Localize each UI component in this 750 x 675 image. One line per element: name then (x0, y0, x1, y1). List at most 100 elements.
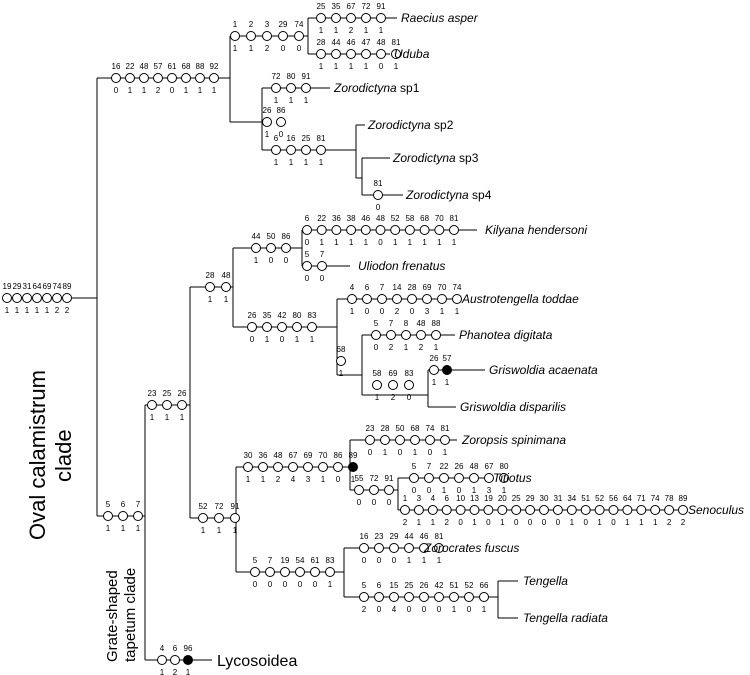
taxon-uduba: Uduba (394, 47, 430, 61)
state-marker (230, 31, 240, 41)
character-state: 1 (434, 343, 439, 352)
state-marker (499, 473, 509, 483)
character-number: 81 (441, 424, 450, 433)
character-state: 1 (413, 448, 418, 457)
character-state: 1 (452, 238, 457, 247)
character-number: 48 (377, 38, 386, 47)
character-number: 30 (244, 451, 253, 460)
state-marker (395, 435, 405, 445)
state-marker (317, 261, 327, 271)
character-state: 0 (365, 307, 370, 316)
character-number: 13 (470, 494, 479, 503)
state-marker (258, 462, 268, 472)
character-number: 70 (438, 283, 447, 292)
character-state: 0 (422, 605, 427, 614)
state-marker (318, 462, 328, 472)
character-state: 0 (407, 393, 412, 402)
character-number: 4 (431, 494, 436, 503)
state-marker (52, 293, 62, 303)
character-state: 1 (45, 306, 50, 315)
character-state: 1 (442, 486, 447, 495)
character-state: 1 (233, 44, 238, 53)
character-number: 35 (332, 2, 341, 11)
character-state: 0 (377, 605, 382, 614)
character-state: 0 (380, 307, 385, 316)
state-marker (401, 330, 411, 340)
state-marker (230, 513, 240, 523)
character-number: 70 (435, 214, 444, 223)
character-state: 2 (349, 26, 354, 35)
character-number: 74 (295, 20, 304, 29)
character-number: 22 (317, 214, 326, 223)
character-number: 68 (420, 214, 429, 223)
character-number: 6 (274, 134, 279, 143)
character-number: 3 (265, 20, 270, 29)
character-state: 1 (452, 605, 457, 614)
state-marker (286, 145, 296, 155)
character-state: 3 (487, 486, 492, 495)
character-state: 1 (304, 158, 309, 167)
character-state: 0 (170, 86, 175, 95)
character-number: 3 (417, 494, 422, 503)
state-marker (455, 505, 466, 515)
state-marker (384, 485, 394, 495)
character-state: 0 (253, 580, 258, 589)
state-marker (325, 567, 335, 577)
taxon-titiotus: Titiotus (493, 471, 532, 485)
state-marker (262, 31, 272, 41)
clade-label-oval-calamistrum: Oval calamistrum clade (25, 364, 76, 540)
state-marker (316, 49, 326, 59)
character-number: 44 (332, 38, 341, 47)
character-number: 1 (403, 494, 408, 503)
character-state: 1 (15, 306, 20, 315)
state-marker (650, 505, 661, 515)
character-state: 1 (394, 62, 399, 71)
state-marker (375, 225, 386, 235)
character-number: 81 (450, 214, 459, 223)
character-number: 6 (173, 644, 178, 653)
state-marker (664, 505, 675, 515)
state-marker (365, 435, 375, 445)
branch-senoculus: 1231416210013119020125029030031034151052… (400, 494, 688, 527)
state-marker (404, 225, 415, 235)
character-state: 0 (305, 238, 310, 247)
character-number: 56 (609, 494, 618, 503)
taxon-labels: Raecius asper Uduba Zorodictyna sp1 Zoro… (217, 11, 744, 670)
character-state: 0 (362, 556, 367, 565)
taxon-raecius-asper: Raecius asper (401, 11, 479, 25)
taxon-zorodictyna-sp4: Zorodictyna sp4 (405, 188, 492, 202)
state-marker (247, 322, 257, 332)
character-number: 26 (248, 311, 257, 320)
character-number: 25 (405, 581, 414, 590)
character-number: 69 (423, 283, 432, 292)
state-marker (374, 592, 384, 602)
character-number: 88 (196, 62, 205, 71)
state-marker (195, 73, 205, 83)
character-state: 1 (639, 518, 644, 527)
character-state: 3 (425, 307, 430, 316)
state-marker (380, 435, 390, 445)
state-marker (331, 225, 342, 235)
character-state: 2 (362, 605, 367, 614)
character-state: 1 (233, 526, 238, 535)
character-number: 51 (450, 581, 459, 590)
character-number: 74 (53, 282, 62, 291)
taxon-uliodon-frenatus: Uliodon frenatus (358, 259, 445, 273)
character-number: 7 (380, 283, 385, 292)
character-number: 91 (377, 2, 386, 11)
character-state: 0 (410, 307, 415, 316)
character-state: 1 (319, 62, 324, 71)
state-marker (271, 145, 281, 155)
character-number: 80 (293, 311, 302, 320)
character-state: 1 (142, 86, 147, 95)
state-marker (346, 225, 357, 235)
character-state: 0 (313, 580, 318, 589)
state-marker (250, 567, 260, 577)
state-marker (388, 380, 398, 390)
taxon-senoculus: Senoculus (688, 503, 744, 517)
character-number: 20 (498, 494, 507, 503)
